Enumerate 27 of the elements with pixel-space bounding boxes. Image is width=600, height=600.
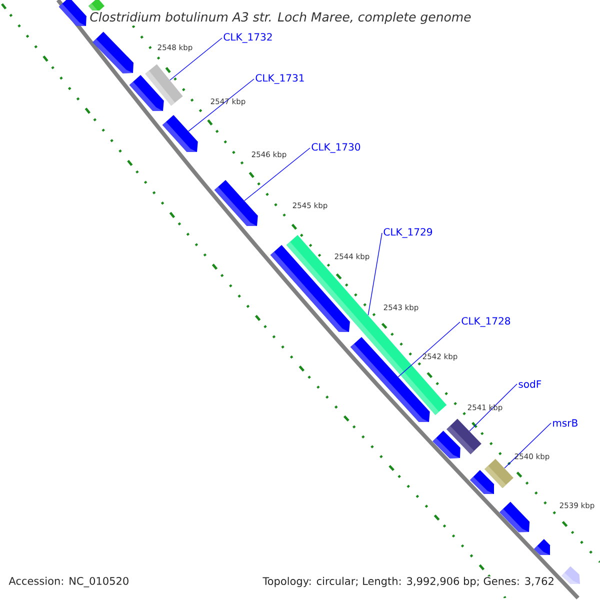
gene-feature bbox=[470, 470, 494, 494]
gene-feature bbox=[162, 114, 198, 152]
gene-label: CLK_1731 bbox=[256, 74, 304, 84]
info-text: Topology: circular; Length: 3,992,906 bp; Genes: 3,762 bbox=[262, 576, 555, 588]
leader-line bbox=[170, 38, 222, 80]
gene-feature bbox=[92, 32, 134, 74]
gene-label: CLK_1729 bbox=[384, 228, 432, 238]
gene-feature bbox=[432, 430, 460, 458]
leader-line bbox=[504, 422, 552, 468]
gene-feature bbox=[562, 566, 580, 584]
title: Clostridium botulinum A3 str. Loch Maree, complete genome bbox=[88, 10, 473, 26]
leader-line bbox=[244, 148, 310, 202]
leader-line bbox=[368, 232, 382, 316]
gene-label: CLK_1732 bbox=[224, 33, 272, 43]
leader-line bbox=[398, 322, 460, 378]
gene-feature bbox=[129, 74, 164, 111]
gene-label: sodF bbox=[518, 380, 542, 388]
gene-feature bbox=[214, 180, 258, 226]
gene-label: CLK_1730 bbox=[312, 143, 360, 153]
leader-line bbox=[188, 78, 254, 132]
gene-feature bbox=[500, 502, 530, 532]
gene-feature bbox=[534, 539, 550, 555]
gene-label: CLK_1728 bbox=[462, 317, 510, 327]
gene-feature bbox=[58, 0, 86, 26]
info-text: Accession: NC_010520 bbox=[8, 576, 130, 588]
gene-label: msrB bbox=[553, 419, 578, 427]
leader-line bbox=[469, 384, 518, 432]
